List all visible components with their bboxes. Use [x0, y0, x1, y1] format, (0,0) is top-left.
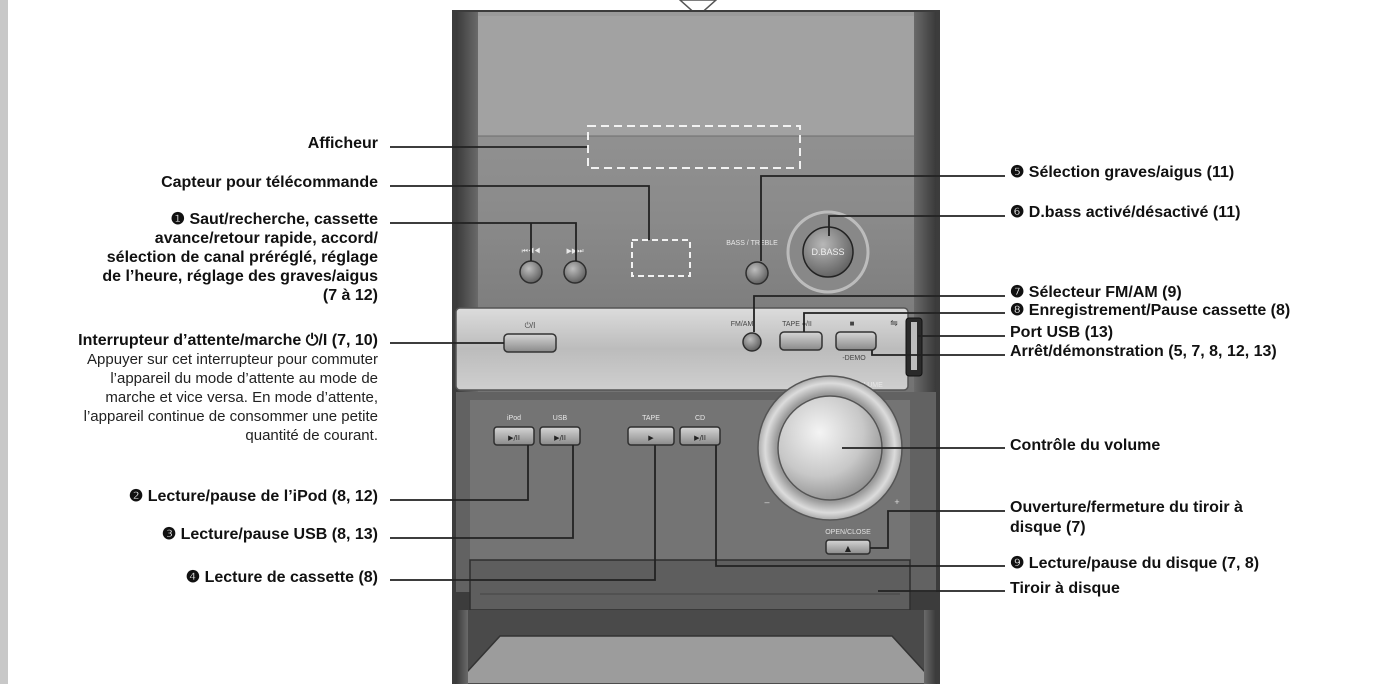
label-saut-3: sélection de canal préréglé, réglage — [106, 249, 378, 266]
stereo-unit: ⏮◀◀ ▶▶⏭ BASS / TREBLE D.BASS ⏻/I FM/AM T… — [452, 10, 940, 684]
cd-play-button[interactable] — [679, 426, 721, 446]
top-arrow-icon — [678, 0, 718, 18]
ipod-play-glyph: ▶/II — [508, 434, 520, 442]
line-disque — [715, 445, 1005, 567]
line-arret — [871, 350, 1005, 356]
display-window — [478, 16, 914, 136]
line-ouverture — [870, 510, 1005, 549]
line-fmam — [753, 295, 1005, 332]
display-area — [587, 125, 801, 169]
line-saut — [390, 222, 577, 261]
usb-port-slot — [911, 322, 917, 370]
line-capteur — [390, 185, 650, 240]
tape-play-glyph: ▶ — [648, 434, 654, 442]
label-ouverture-1: Ouverture/fermeture du tiroir à — [1010, 499, 1243, 516]
volume-plus: + — [894, 497, 899, 507]
line-usb — [390, 445, 574, 539]
label-interrupteur: Interrupteur d’attente/marche ⏻/I (7, 10… — [78, 332, 378, 349]
label-interrupteur-desc: Appuyer sur cet interrupteur pour commut… — [83, 351, 378, 444]
label-port-usb: Port USB (13) — [1010, 324, 1114, 341]
line-ipod — [390, 445, 529, 501]
ipod-play-button[interactable] — [493, 426, 535, 446]
label-ouverture-2: disque (7) — [1010, 519, 1086, 536]
standby-button[interactable] — [503, 333, 557, 353]
tape-play-button[interactable] — [627, 426, 675, 446]
skip-forward-button[interactable] — [563, 260, 587, 284]
bass-treble-label: BASS / TREBLE — [726, 240, 778, 247]
label-enregistrement: ❽ Enregistrement/Pause cassette (8) — [1010, 302, 1291, 319]
remote-sensor — [631, 239, 691, 277]
leader-lines — [390, 146, 1005, 592]
volume-minus: – — [764, 497, 769, 507]
src-ipod-label: iPod — [507, 415, 521, 422]
label-graves: ❺ Sélection graves/aigus (11) — [1010, 164, 1235, 181]
label-disque: ❾ Lecture/pause du disque (7, 8) — [1010, 555, 1260, 572]
line-graves — [760, 175, 1005, 261]
label-ipod: ❷ Lecture/pause de l’iPod (8, 12) — [128, 488, 378, 505]
page-margin — [0, 0, 8, 684]
standby-label: ⏻/I — [525, 321, 536, 330]
dbass-label: D.BASS — [811, 247, 844, 257]
open-close-button[interactable] — [825, 539, 871, 555]
line-enregistrement — [803, 312, 1005, 332]
bass-treble-button[interactable] — [745, 261, 769, 285]
label-cassette: ❹ Lecture de cassette (8) — [185, 569, 378, 586]
label-arret: Arrêt/démonstration (5, 7, 8, 12, 13) — [1010, 343, 1277, 360]
fmam-label: FM/AM — [731, 321, 754, 328]
label-capteur: Capteur pour télécommande — [161, 174, 378, 191]
tape-rec-button[interactable] — [779, 331, 823, 351]
usb-play-button[interactable] — [539, 426, 581, 446]
src-tape-label: TAPE — [642, 415, 660, 422]
dbass-button[interactable] — [802, 226, 854, 278]
label-tiroir: Tiroir à disque — [1010, 580, 1120, 597]
label-saut-block: ❶ Saut/recherche, cassette avance/retour… — [102, 210, 378, 305]
cd-play-glyph: ▶/II — [694, 434, 706, 442]
line-dbass — [828, 215, 1005, 236]
stop-label: ■ — [850, 319, 855, 328]
open-close-label: OPEN/CLOSE — [825, 529, 871, 536]
label-afficheur: Afficheur — [307, 135, 378, 152]
label-saut-2: avance/retour rapide, accord/ — [154, 230, 378, 247]
label-volume: Contrôle du volume — [1010, 437, 1161, 454]
demo-label: -DEMO — [842, 355, 866, 362]
label-usb: ❸ Lecture/pause USB (8, 13) — [161, 526, 378, 543]
line-cassette — [390, 445, 656, 581]
usb-play-glyph: ▶/II — [554, 434, 566, 442]
src-cd-label: CD — [695, 415, 705, 422]
src-usb-label: USB — [553, 415, 568, 422]
label-dbass: ❻ D.bass activé/désactivé (11) — [1010, 204, 1241, 221]
fmam-button[interactable] — [742, 332, 762, 352]
tape-rec-label: TAPE ●/II — [782, 321, 812, 328]
label-saut-1: ❶ Saut/recherche, cassette — [170, 211, 378, 228]
label-saut-5: (7 à 12) — [322, 287, 378, 304]
disc-tray[interactable] — [469, 559, 911, 611]
eject-icon: ▲ — [845, 544, 852, 553]
usb-icon: ⇋ — [890, 318, 898, 328]
label-fmam: ❼ Sélecteur FM/AM (9) — [1010, 284, 1182, 301]
skip-back-button[interactable] — [519, 260, 543, 284]
source-buttons: iPod ▶/II USB ▶/II TAPE ▶ CD ▶/II — [493, 415, 721, 446]
base-ramp — [454, 635, 938, 684]
volume-label: VOLUME — [853, 382, 883, 389]
stop-button[interactable] — [835, 331, 877, 351]
label-saut-4: de l’heure, réglage des graves/aigus — [102, 268, 378, 285]
